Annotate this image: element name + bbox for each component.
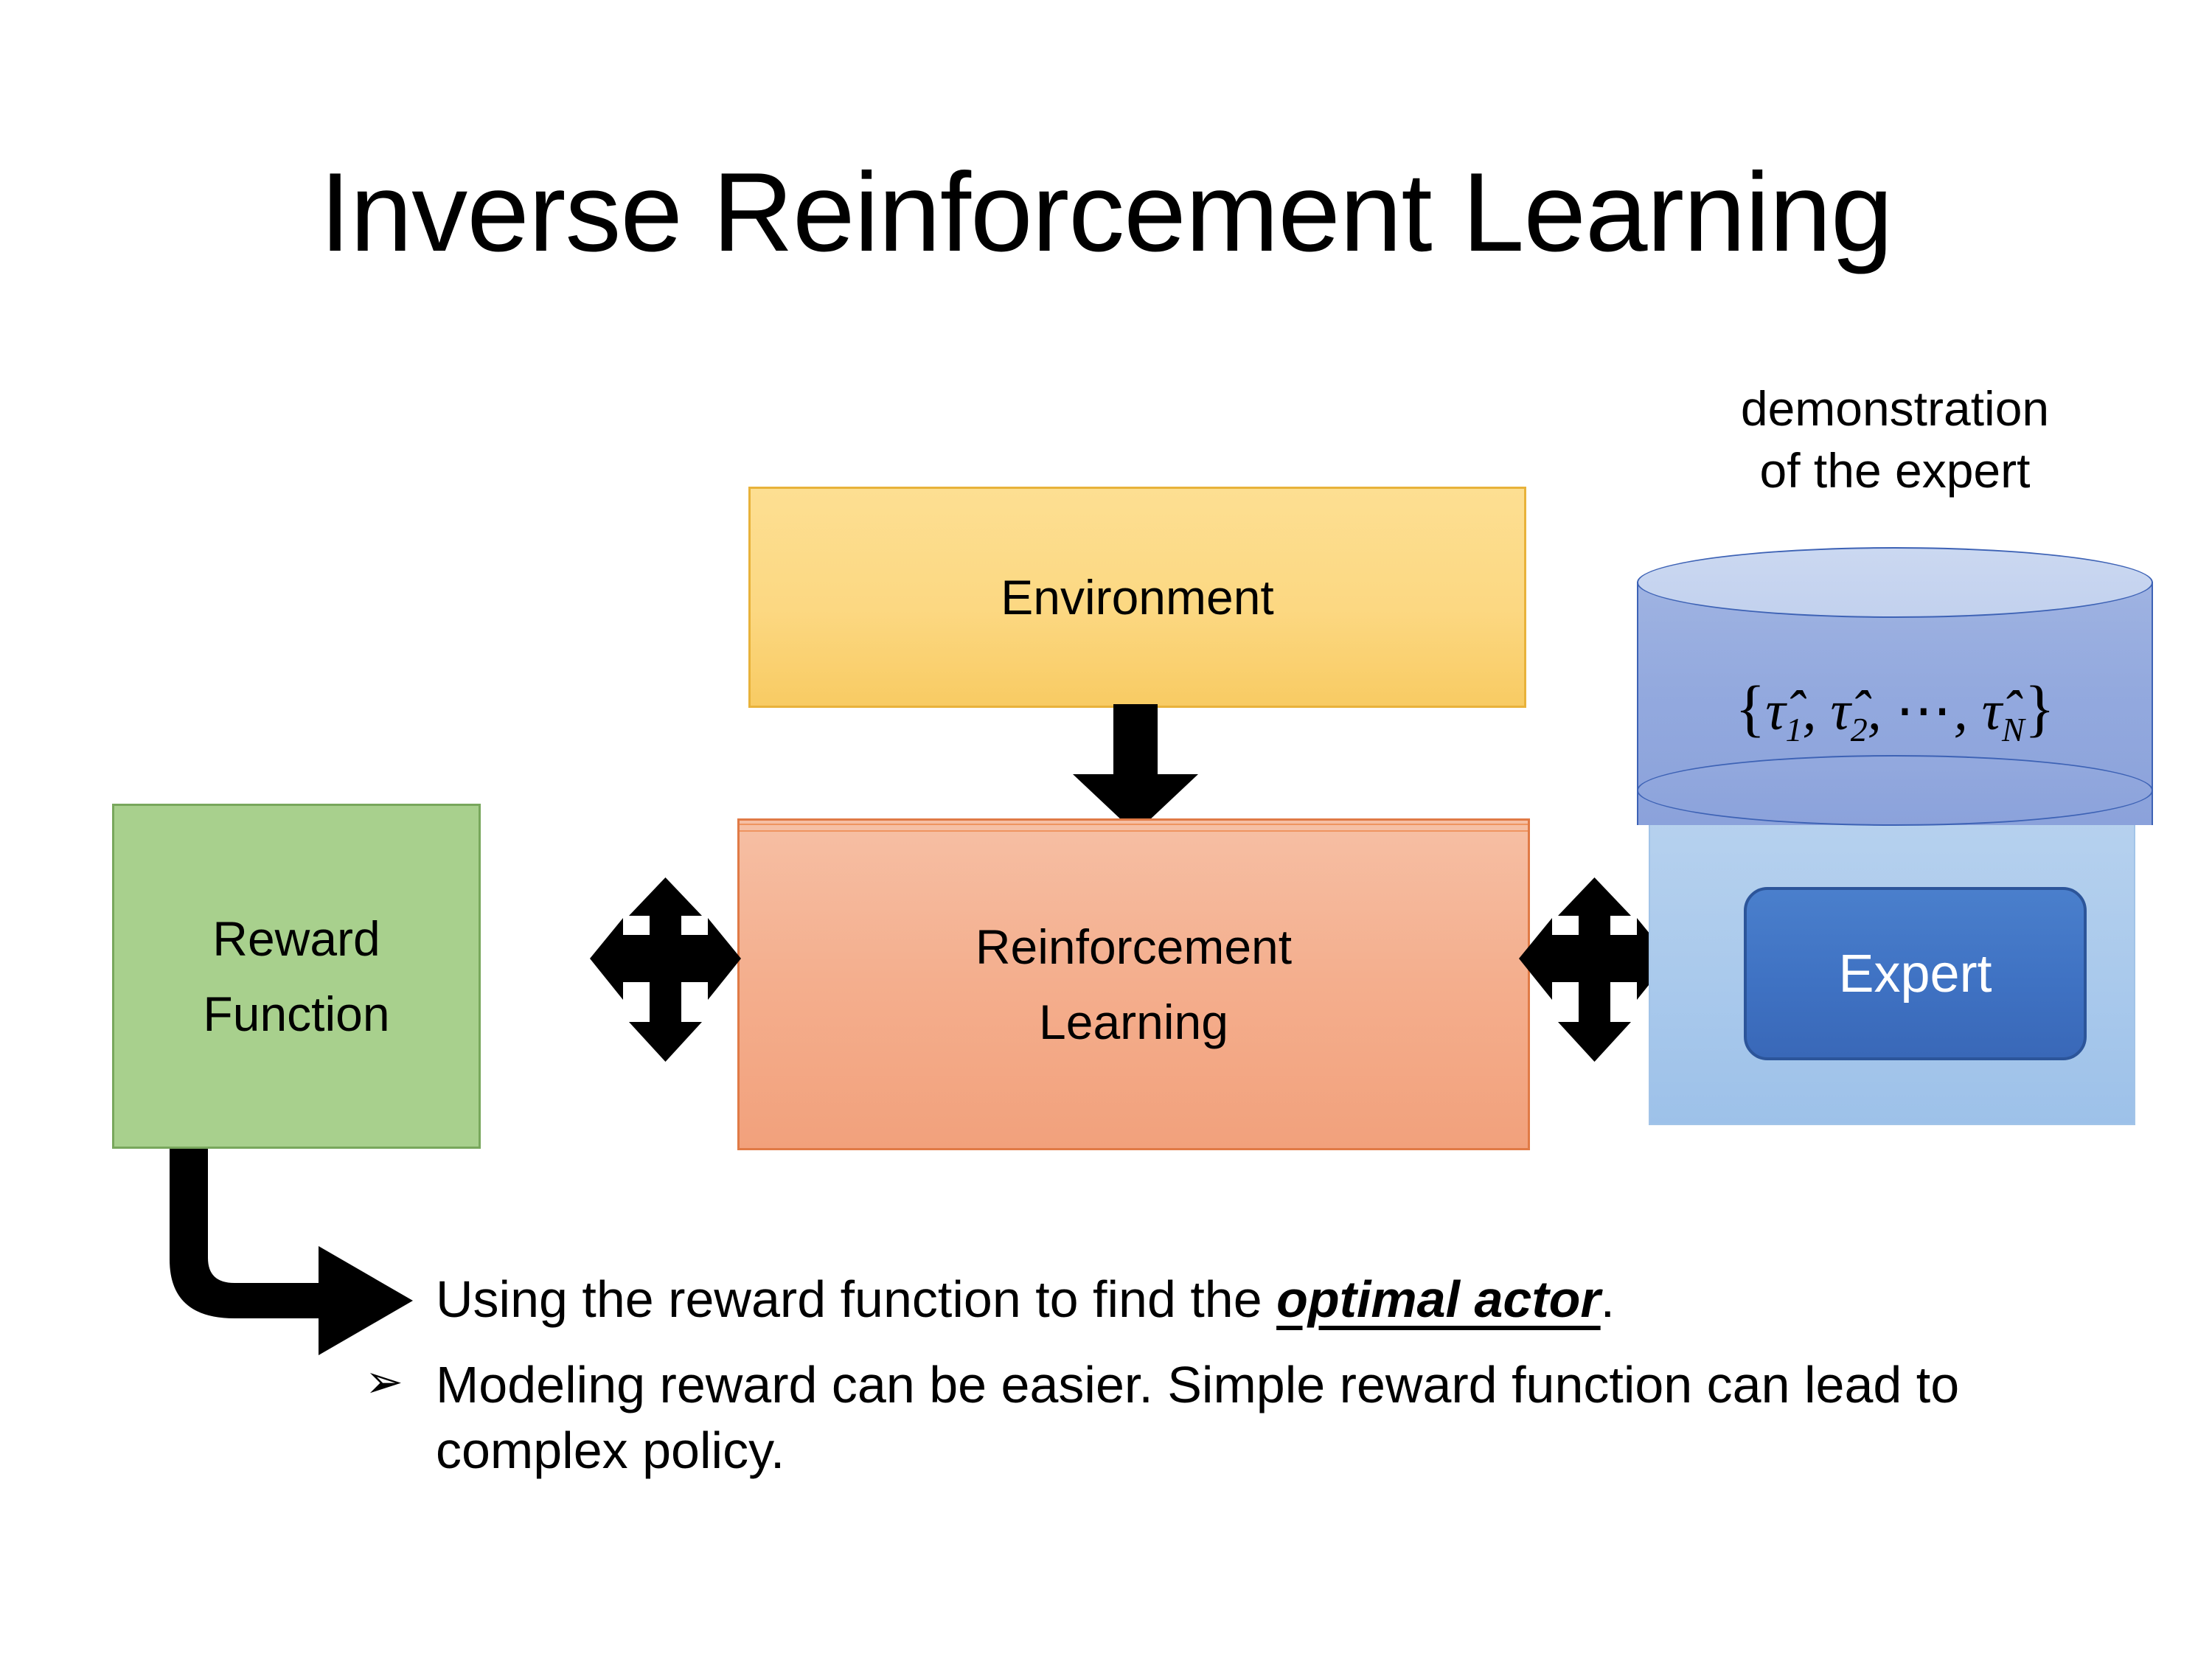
set-open-brace: {: [1735, 672, 1766, 743]
set-close-brace: }: [2024, 672, 2055, 743]
demonstration-caption-line2: of the expert: [1759, 443, 2031, 498]
demonstration-caption: demonstration of the expert: [1644, 378, 2146, 502]
formula-comma-1: ,: [1802, 680, 1831, 742]
cylinder-top-ellipse: [1637, 547, 2153, 618]
bullet-list: ➢ Using the reward function to find the o…: [365, 1267, 2098, 1503]
demonstration-cylinder[interactable]: {τ̂1, τ̂2, ⋯, τ̂N}: [1637, 547, 2153, 857]
bullet-1-text-after: .: [1600, 1270, 1615, 1328]
bullet-1-emphasis: optimal actor: [1276, 1270, 1601, 1328]
bullet-marker-icon: ➢: [365, 1356, 403, 1408]
reinforcement-learning-box[interactable]: Reinforcement Learning: [737, 818, 1530, 1150]
bullet-1-text-before: Using the reward function to find the: [436, 1270, 1277, 1328]
formula-comma-2: ,: [1867, 680, 1896, 742]
tau-1: τ̂: [1765, 680, 1786, 742]
rl-box-top-stripe: [740, 824, 1528, 832]
bullet-marker-icon: ➢: [365, 1271, 403, 1322]
rl-label-line1: Reinforcement: [975, 919, 1293, 974]
quad-arrow-icon-right: [1519, 877, 1670, 1062]
environment-label: Environment: [1001, 570, 1274, 625]
bullet-2-text-before: Modeling reward can be easier. Simple re…: [436, 1355, 1960, 1480]
formula-comma-3: ,: [1953, 680, 1982, 742]
formula-ellipsis: ⋯: [1895, 680, 1954, 742]
tau-2-subscript: 2: [1850, 711, 1868, 749]
reward-label-line1: Reward: [212, 911, 380, 966]
reward-function-box[interactable]: Reward Function: [112, 804, 481, 1149]
rl-label-line2: Learning: [1039, 995, 1228, 1049]
cylinder-bottom-ellipse: [1637, 755, 2153, 826]
bent-arrow-icon: [170, 1149, 413, 1355]
environment-box[interactable]: Environment: [748, 487, 1526, 708]
page-title: Inverse Reinforcement Learning: [319, 150, 1893, 275]
expert-label: Expert: [1838, 944, 1992, 1004]
reward-label-line2: Function: [203, 987, 390, 1041]
tau-2: τ̂: [1830, 680, 1851, 742]
bullet-item-2: ➢ Modeling reward can be easier. Simple r…: [365, 1352, 2098, 1484]
tau-n-subscript: N: [2001, 711, 2025, 749]
demonstration-caption-line1: demonstration: [1740, 381, 2050, 436]
trajectory-set-formula: {τ̂1, τ̂2, ⋯, τ̂N}: [1637, 671, 2153, 749]
down-arrow-icon: [1073, 704, 1198, 833]
tau-n: τ̂: [1981, 680, 2002, 742]
tau-1-subscript: 1: [1785, 711, 1803, 749]
expert-box[interactable]: Expert: [1744, 887, 2087, 1060]
bullet-item-1: ➢ Using the reward function to find the o…: [365, 1267, 2098, 1333]
quad-arrow-icon-left: [590, 877, 741, 1062]
